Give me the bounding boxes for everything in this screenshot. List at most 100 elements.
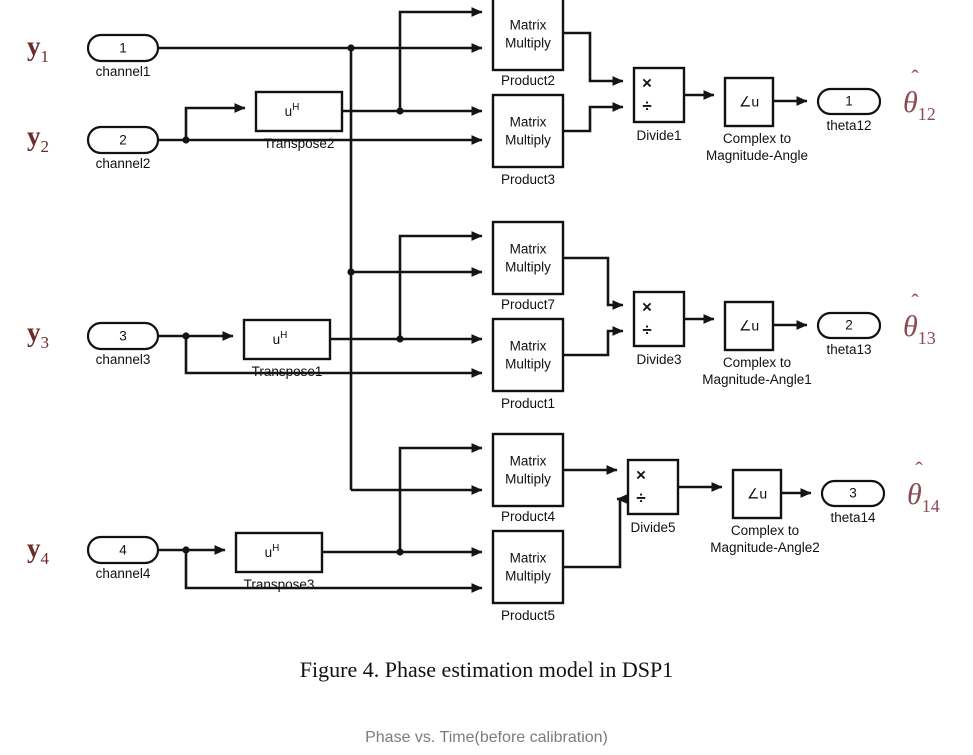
block-text-line1: Matrix: [510, 18, 547, 33]
theta-symbol: θ12: [903, 86, 936, 124]
divide-symbol: ÷: [642, 96, 651, 115]
transpose-block-Transpose1[interactable]: uH Transpose1: [242, 318, 332, 379]
port-name: channel4: [96, 566, 151, 581]
angle-glyph: ∠u: [739, 318, 759, 334]
divide-symbol: ÷: [636, 488, 645, 507]
port-name: theta12: [826, 118, 871, 133]
angle-glyph: ∠u: [747, 486, 767, 502]
output-port-theta12[interactable]: 1 theta12: [816, 87, 882, 133]
block-name-line2: Magnitude-Angle2: [710, 540, 820, 555]
product-block-Product5[interactable]: Matrix Multiply Product5: [491, 529, 565, 623]
block-name: Product3: [501, 172, 555, 187]
product-block-Product4[interactable]: Matrix Multiply Product4: [491, 432, 565, 524]
divide-symbol: ÷: [642, 320, 651, 339]
input-math-label-y2: y2: [27, 121, 49, 156]
block-text-line2: Multiply: [505, 357, 551, 372]
input-math-label-y4: y4: [27, 533, 50, 568]
transpose-glyph: uH: [265, 543, 280, 560]
block-name: Transpose3: [244, 577, 315, 592]
complex-to-magnitude-angle-block[interactable]: ∠u Complex to Magnitude-Angle: [706, 76, 808, 163]
angle-glyph: ∠u: [739, 94, 759, 110]
band-channel13: y3 3 channel3 uH Transpose1 Matrix Multi…: [27, 220, 936, 411]
multiply-symbol: ×: [642, 73, 652, 92]
block-text-line2: Multiply: [505, 260, 551, 275]
multiply-symbol: ×: [642, 297, 652, 316]
wires-band3: [158, 443, 812, 593]
block-name-line2: Magnitude-Angle1: [702, 372, 812, 387]
complex-to-magnitude-angle1-block[interactable]: ∠u Complex to Magnitude-Angle1: [702, 300, 812, 387]
block-name: Transpose1: [252, 364, 323, 379]
port-number: 4: [119, 543, 127, 558]
output-math-label-theta14: ˆ θ14: [907, 457, 940, 516]
block-name-line2: Magnitude-Angle: [706, 148, 808, 163]
theta-symbol: θ14: [907, 478, 940, 516]
block-text-line2: Multiply: [505, 472, 551, 487]
port-name: channel2: [96, 156, 151, 171]
port-name: theta14: [830, 510, 876, 525]
input-port-channel1[interactable]: 1 channel1: [86, 33, 160, 79]
port-name: theta13: [826, 342, 871, 357]
input-port-channel4[interactable]: 4 channel4: [86, 535, 160, 581]
block-name: Product2: [501, 73, 555, 88]
divide-block-Divide5[interactable]: × ÷ Divide5: [626, 458, 680, 535]
block-text-line2: Multiply: [505, 36, 551, 51]
next-plot-title-text: Phase vs. Time(before calibration): [365, 731, 608, 746]
input-port-channel3[interactable]: 3 channel3: [86, 321, 160, 367]
transpose-glyph: uH: [285, 102, 300, 119]
simulink-block-diagram: y1 1 channel1 y2 2 channel2 uH Transpose…: [27, 0, 940, 623]
output-port-theta14[interactable]: 3 theta14: [820, 479, 886, 525]
hat-accent: ˆ: [911, 65, 919, 90]
block-name-line1: Complex to: [731, 523, 799, 538]
output-port-theta13[interactable]: 2 theta13: [816, 311, 882, 357]
port-name: channel3: [96, 352, 151, 367]
block-name: Product5: [501, 608, 555, 623]
port-number: 1: [119, 41, 127, 56]
product-block-Product1[interactable]: Matrix Multiply Product1: [491, 317, 565, 411]
transpose-block-Transpose2[interactable]: uH Transpose2: [254, 90, 344, 151]
output-math-label-theta13: ˆ θ13: [903, 289, 936, 348]
block-name: Product7: [501, 297, 555, 312]
block-name: Transpose2: [264, 136, 335, 151]
band-channel14: y4 4 channel4 uH Transpose3 Matrix Multi…: [27, 432, 940, 623]
block-text-line1: Matrix: [510, 454, 547, 469]
divide-block-Divide3[interactable]: × ÷ Divide3: [632, 290, 686, 367]
block-name: Product1: [501, 396, 555, 411]
figure-caption: Figure 4. Phase estimation model in DSP1: [299, 657, 674, 682]
divide-block-Divide1[interactable]: × ÷ Divide1: [632, 66, 686, 143]
block-text-line1: Matrix: [510, 551, 547, 566]
product-block-Product7[interactable]: Matrix Multiply Product7: [491, 220, 565, 312]
port-name: channel1: [96, 64, 151, 79]
port-number: 3: [849, 486, 857, 501]
hat-accent: ˆ: [915, 457, 923, 482]
port-number: 3: [119, 329, 127, 344]
product-block-Product3[interactable]: Matrix Multiply Product3: [491, 93, 565, 187]
block-name-line1: Complex to: [723, 355, 791, 370]
next-plot-title-clipped: Phase vs. Time(before calibration): [0, 731, 973, 755]
wires-band2: [158, 231, 808, 378]
block-text-line2: Multiply: [505, 569, 551, 584]
theta-symbol: θ13: [903, 310, 936, 348]
transpose-block-Transpose3[interactable]: uH Transpose3: [234, 531, 324, 592]
output-math-label-theta12: ˆ θ12: [903, 65, 936, 124]
block-name: Product4: [501, 509, 556, 524]
port-number: 2: [119, 133, 127, 148]
port-number: 1: [845, 94, 853, 109]
input-port-channel2[interactable]: 2 channel2: [86, 125, 160, 171]
input-math-label-y3: y3: [27, 317, 49, 352]
block-text-line1: Matrix: [510, 242, 547, 257]
multiply-symbol: ×: [636, 465, 646, 484]
block-name: Divide3: [636, 352, 681, 367]
hat-accent: ˆ: [911, 289, 919, 314]
input-math-label-y1: y1: [27, 31, 49, 66]
port-number: 2: [845, 318, 853, 333]
block-name: Divide1: [636, 128, 681, 143]
wires-band1: [158, 7, 808, 490]
block-text-line1: Matrix: [510, 339, 547, 354]
block-text-line1: Matrix: [510, 115, 547, 130]
product-block-Product2[interactable]: Matrix Multiply Product2: [491, 0, 565, 88]
complex-to-magnitude-angle2-block[interactable]: ∠u Complex to Magnitude-Angle2: [710, 468, 820, 555]
band-channel12: y1 1 channel1 y2 2 channel2 uH Transpose…: [27, 0, 936, 490]
block-text-line2: Multiply: [505, 133, 551, 148]
block-name: Divide5: [630, 520, 675, 535]
